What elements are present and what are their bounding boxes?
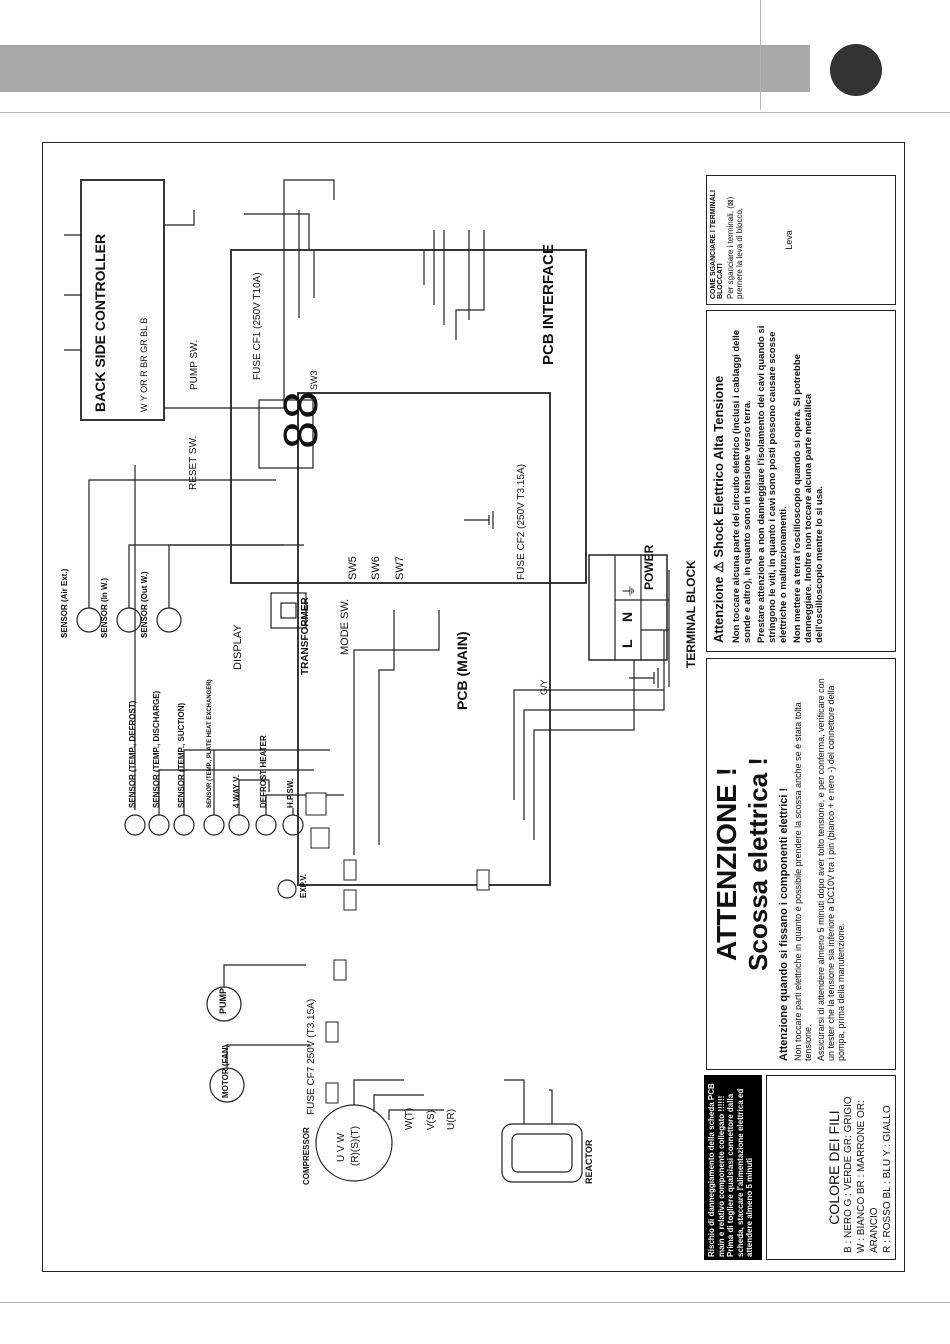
header-rule — [0, 112, 950, 113]
leva-label: Leva — [784, 230, 794, 250]
wire-color-row-3: R : ROSSO BL : BLU Y : GIALLO — [882, 1105, 893, 1253]
header-divider — [760, 0, 761, 110]
release-title: COME SGANCIARE I TERMINALI BLOCCATI — [710, 190, 724, 299]
release-terminals-box: COME SGANCIARE I TERMINALI BLOCCATI Per … — [706, 175, 896, 305]
sensor-defrost-icon — [124, 814, 146, 836]
footer-rule — [0, 1302, 950, 1303]
header-band — [0, 45, 810, 92]
wiring-diagram-svg — [64, 179, 670, 1183]
diagram-frame — [42, 142, 905, 1272]
release-text: Per sganciare i terminali, (⊠) premere l… — [726, 196, 744, 299]
shock-bullet-1: Non toccare alcuna parte del circuito el… — [731, 329, 753, 643]
transformer-box — [270, 592, 307, 629]
shock-box: Attenzione ⚠ Shock Elettrico Alta Tensio… — [706, 310, 896, 652]
reactor-icon — [501, 1123, 583, 1183]
shock-bullet-3: Non mettere a terra l'oscilloscopio quan… — [792, 354, 825, 643]
wire-color-row-2: W : BIANCO BR : MARRONE OR: ARANCIO — [856, 1100, 880, 1253]
page-marker-circle — [830, 44, 882, 96]
shock-title-b: Shock Elettrico Alta Tensione — [711, 375, 726, 558]
warning-black-box: Rischio di danneggiamento della scheda P… — [704, 1075, 762, 1260]
attenzione-box: ATTENZIONE ! Scossa elettrica ! Attenzio… — [706, 658, 896, 1070]
shock-title-a: Attenzione — [711, 576, 726, 643]
pcb-interface-outline — [230, 249, 587, 584]
pcb-main-outline — [297, 392, 551, 886]
scossa-title: Scossa elettrica ! — [743, 757, 773, 971]
wire-color-row-1: B : NERO G : VERDE GR: GRIGIO — [843, 1096, 854, 1253]
attenzione-title: ATTENZIONE ! — [711, 767, 742, 961]
wire-color-title: COLORE DEI FILI — [826, 1110, 842, 1225]
attenzione-bullet-1: Non toccare parti elettriche in quanto è… — [793, 702, 813, 1061]
shock-bullet-2: Prestare attenzione a non danneggiare l'… — [756, 325, 789, 643]
wire-color-legend: COLORE DEI FILI B : NERO G : VERDE GR: G… — [766, 1075, 896, 1260]
display-box — [258, 399, 314, 469]
exp-valve-icon — [277, 879, 297, 899]
attenzione-bullet-2: Assicurarsi di attendere almeno 5 minuti… — [816, 678, 846, 1061]
attenzione-sub: Attenzione quando si fissano i component… — [778, 787, 790, 1061]
terminal-block-outline — [588, 554, 668, 661]
